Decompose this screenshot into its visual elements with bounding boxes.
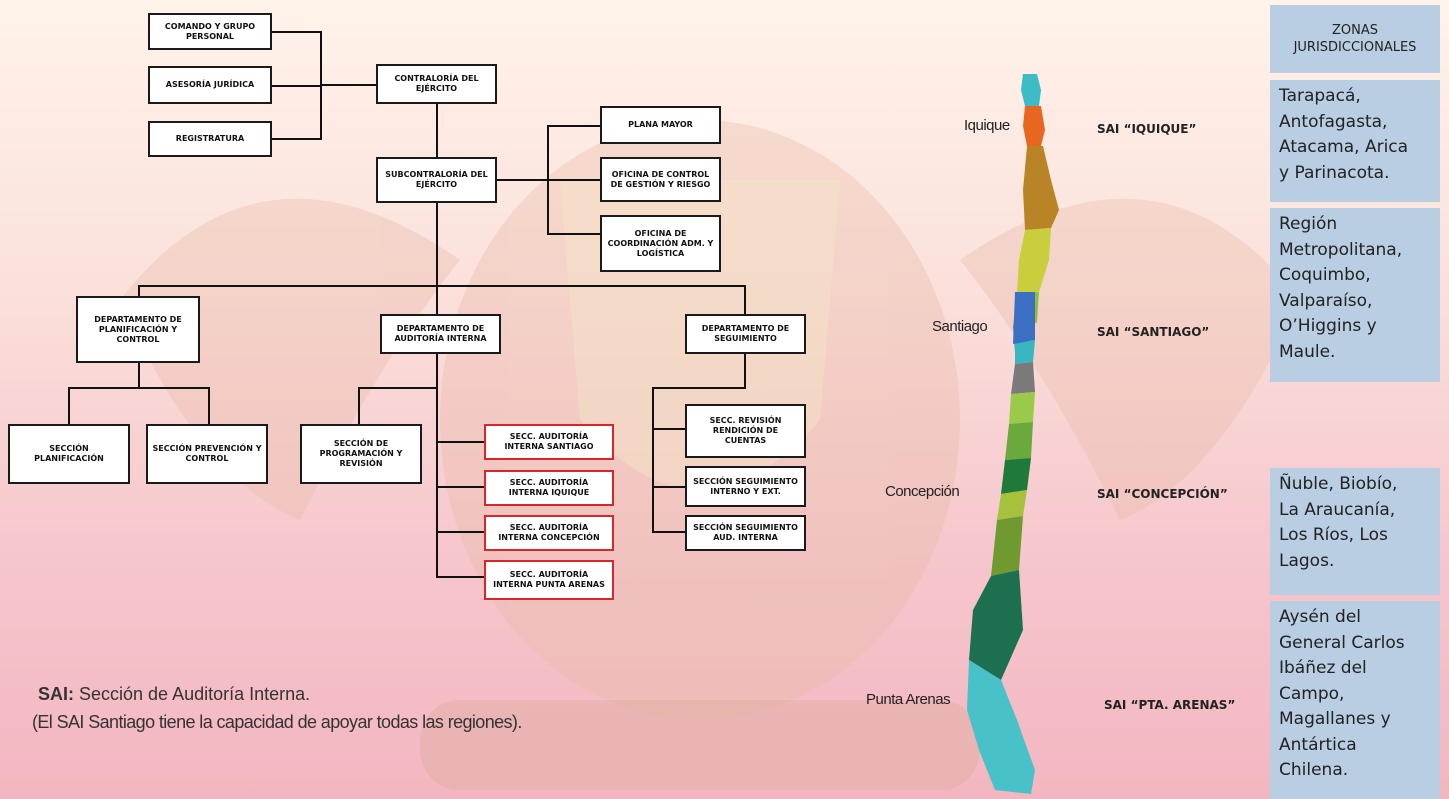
box-seccion-planificacion: SECCIÓN PLANIFICACIÓN xyxy=(8,424,130,484)
zone-cell-punta-arenas: Aysén del General Carlos Ibáñez del Camp… xyxy=(1270,601,1440,799)
box-depto-auditoria-interna: DEPARTAMENTO DE AUDITORÍA INTERNA xyxy=(380,314,501,354)
box-comando-grupo-personal: COMANDO Y GRUPO PERSONAL xyxy=(148,13,272,50)
map-region-antofagasta xyxy=(1023,146,1059,230)
sai-support-note: (El SAI Santiago tiene la capacidad de a… xyxy=(32,712,522,732)
box-sai-iquique: SECC. AUDITORÍA INTERNA IQUIQUE xyxy=(484,470,614,506)
map-region-aysen xyxy=(969,570,1023,680)
map-region-tarapaca xyxy=(1023,106,1045,146)
sai-label-punta-arenas: SAI “PTA. ARENAS” xyxy=(1104,698,1236,712)
box-plana-mayor: PLANA MAYOR xyxy=(600,106,721,144)
zones-header: ZONAS JURISDICCIONALES xyxy=(1270,5,1440,73)
city-label-iquique: Iquique xyxy=(964,117,1010,134)
map-region-ohiggins xyxy=(1015,340,1035,364)
sai-abbreviation: SAI: xyxy=(38,684,74,704)
box-seccion-programacion: SECCIÓN DE PROGRAMACIÓN Y REVISIÓN xyxy=(300,424,422,484)
box-oficina-coordinacion: OFICINA DE COORDINACIÓN ADM. Y LOGÍSTICA xyxy=(600,215,721,272)
box-sai-concepcion: SECC. AUDITORÍA INTERNA CONCEPCIÓN xyxy=(484,515,614,551)
city-label-santiago: Santiago xyxy=(932,318,988,335)
sai-definition-note: SAI: Sección de Auditoría Interna. xyxy=(38,684,310,705)
box-secc-revision-rendicion: SECC. REVISIÓN RENDICIÓN DE CUENTAS xyxy=(685,404,806,458)
city-label-concepcion: Concepción xyxy=(885,483,960,500)
zone-cell-iquique: Tarapacá, Antofagasta, Atacama, Arica y … xyxy=(1270,80,1440,202)
box-subcontraloria: SUBCONTRALORÍA DEL EJÉRCITO xyxy=(376,157,497,203)
zone-cell-concepcion: Ñuble, Biobío, La Araucanía, Los Ríos, L… xyxy=(1270,468,1440,595)
box-sai-punta-arenas: SECC. AUDITORÍA INTERNA PUNTA ARENAS xyxy=(484,560,614,600)
map-region-araucania xyxy=(1001,458,1031,494)
map-region-maule xyxy=(1011,362,1035,394)
box-secc-seguimiento-interno: SECCIÓN SEGUIMIENTO INTERNO Y EXT. xyxy=(685,466,806,507)
chile-map xyxy=(967,74,1059,794)
box-contraloria: CONTRALORÍA DEL EJÉRCITO xyxy=(376,64,497,104)
map-region-los-lagos xyxy=(991,516,1023,576)
map-region-los-rios xyxy=(997,490,1027,520)
sai-label-iquique: SAI “IQUIQUE” xyxy=(1097,122,1197,136)
map-region-biobio xyxy=(1005,422,1033,460)
sai-definition-text: Sección de Auditoría Interna. xyxy=(74,684,311,704)
box-asesoria-juridica: ASESORÍA JURÍDICA xyxy=(148,66,272,104)
box-sai-santiago: SECC. AUDITORÍA INTERNA SANTIAGO xyxy=(484,424,614,460)
box-oficina-control-gestion: OFICINA DE CONTROL DE GESTIÓN Y RIESGO xyxy=(600,157,721,202)
map-region-metropolitana xyxy=(1013,292,1035,344)
sai-label-concepcion: SAI “CONCEPCIÓN” xyxy=(1097,487,1228,501)
box-depto-planificacion: DEPARTAMENTO DE PLANIFICACIÓN Y CONTROL xyxy=(76,296,200,363)
box-depto-seguimiento: DEPARTAMENTO DE SEGUIMIENTO xyxy=(685,314,806,354)
map-region-nuble xyxy=(1009,392,1035,424)
map-region-arica xyxy=(1021,74,1041,106)
map-region-magallanes xyxy=(967,660,1035,794)
sai-label-santiago: SAI “SANTIAGO” xyxy=(1097,325,1210,339)
city-label-punta-arenas: Punta Arenas xyxy=(866,691,951,708)
box-seccion-prevencion: SECCIÓN PREVENCIÓN Y CONTROL xyxy=(146,424,268,484)
zone-cell-santiago: Región Metropolitana, Coquimbo, Valparaí… xyxy=(1270,208,1440,382)
map-region-atacama xyxy=(1017,228,1051,294)
box-registratura: REGISTRATURA xyxy=(148,121,272,157)
box-secc-seguimiento-aud: SECCIÓN SEGUIMIENTO AUD. INTERNA xyxy=(685,515,806,551)
